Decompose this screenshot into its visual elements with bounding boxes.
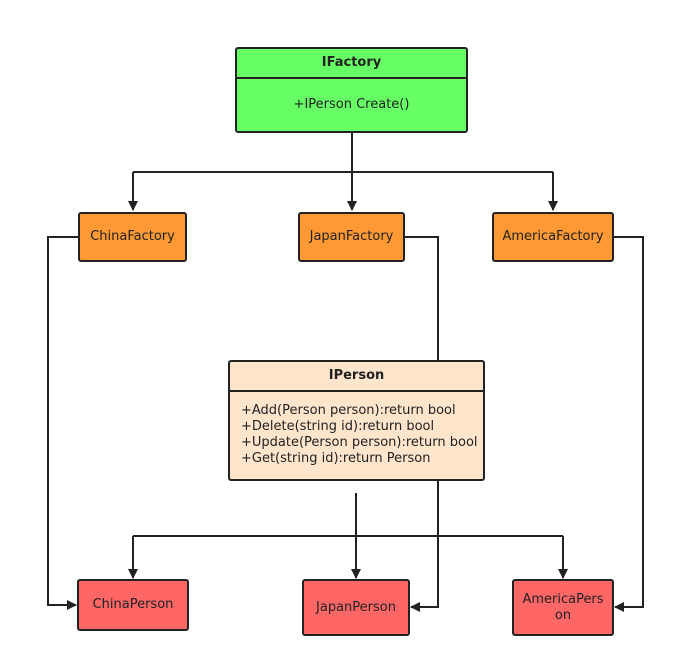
japan-person-box: JapanPerson (302, 579, 410, 636)
america-factory-box: AmericaFactory (492, 212, 614, 262)
ifactory-title: IFactory (237, 49, 466, 79)
iperson-box: IPerson +Add(Person person):return bool … (228, 360, 485, 481)
china-factory-to-person-line (47, 236, 79, 610)
japan-factory-label: JapanFactory (309, 229, 394, 244)
iperson-method-delete: +Delete(string id):return bool (241, 419, 435, 434)
ifactory-methods: +IPerson Create() (237, 79, 466, 113)
china-person-box: ChinaPerson (77, 579, 189, 631)
china-factory-label: ChinaFactory (90, 229, 175, 244)
china-person-label: ChinaPerson (92, 597, 174, 612)
iperson-method-get: +Get(string id):return Person (241, 451, 431, 466)
america-person-label-line2: on (554, 607, 572, 623)
america-factory-to-person-line (613, 236, 644, 612)
iperson-title: IPerson (230, 362, 483, 392)
america-person-label-line1: AmericaPers (522, 591, 604, 607)
america-person-box: AmericaPers on (512, 579, 614, 636)
ifactory-box: IFactory +IPerson Create() (235, 47, 468, 133)
america-factory-label: AmericaFactory (502, 229, 604, 244)
iperson-methods: +Add(Person person):return bool +Delete(… (230, 392, 483, 467)
china-factory-box: ChinaFactory (78, 212, 187, 262)
ifactory-method: +IPerson Create() (293, 97, 410, 112)
iperson-method-update: +Update(Person person):return bool (241, 435, 478, 450)
japan-factory-box: JapanFactory (298, 212, 405, 262)
iperson-method-add: +Add(Person person):return bool (241, 403, 456, 418)
japan-person-label: JapanPerson (316, 599, 396, 615)
